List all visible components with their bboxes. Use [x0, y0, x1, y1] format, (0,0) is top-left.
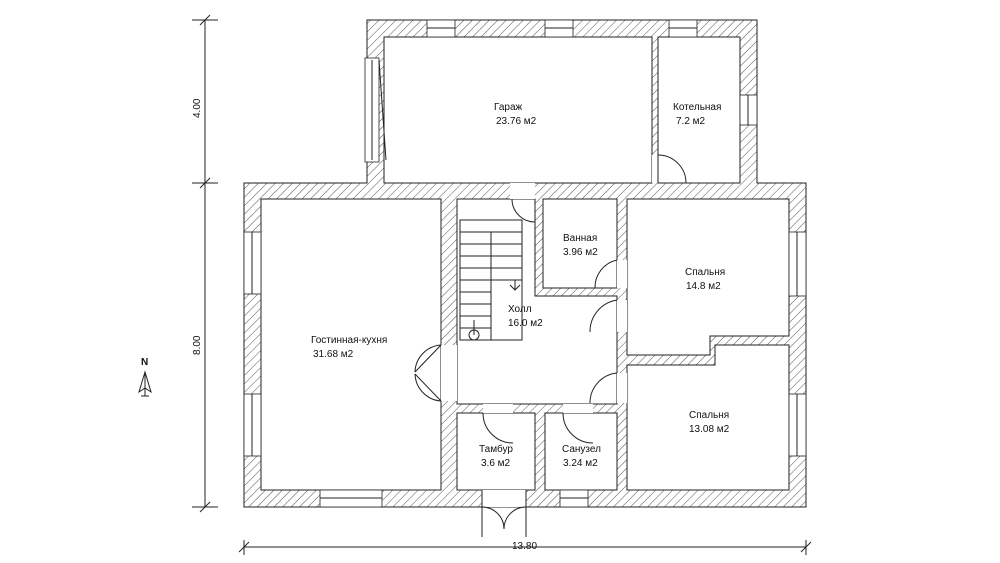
room-wc: [544, 412, 618, 491]
windows: [243, 19, 807, 508]
label-bedroom1-name: Спальня: [685, 267, 725, 278]
garage-gate: [364, 57, 387, 163]
room-bedroom-2: [626, 344, 790, 491]
room-bedroom-1: [626, 198, 790, 356]
north-arrow-icon: N: [138, 357, 152, 397]
label-bath-area: 3.96 м2: [563, 247, 598, 258]
doors: [414, 154, 687, 537]
label-vestibule-area: 3.6 м2: [481, 458, 511, 469]
label-hall-area: 16.0 м2: [508, 318, 543, 329]
label-garage-area: 23.76 м2: [496, 116, 537, 127]
label-boiler-name: Котельная: [673, 102, 721, 113]
label-boiler-area: 7.2 м2: [676, 116, 706, 127]
label-bedroom1-area: 14.8 м2: [686, 281, 721, 292]
label-bedroom2-name: Спальня: [689, 410, 729, 421]
room-labels: Гараж 23.76 м2 Котельная 7.2 м2 Гостинна…: [311, 102, 730, 469]
label-vestibule-name: Тамбур: [479, 443, 513, 455]
label-bedroom2-area: 13.08 м2: [689, 424, 730, 435]
north-label: N: [141, 357, 148, 368]
label-hall-name: Холл: [508, 304, 532, 315]
dimension-lines: [192, 14, 812, 555]
label-wc-area: 3.24 м2: [563, 458, 598, 469]
dim-label-main: 8.00: [192, 335, 203, 355]
dim-label-bottom: 13.80: [512, 541, 537, 552]
label-wc-name: Санузел: [562, 444, 601, 455]
room-vestibule: [456, 412, 536, 491]
label-garage-name: Гараж: [494, 102, 523, 113]
label-living-area: 31.68 м2: [313, 349, 354, 360]
dim-label-top: 4.00: [192, 98, 203, 118]
room-bath: [542, 198, 618, 289]
room-living: [260, 198, 442, 491]
room-garage: [383, 36, 653, 184]
label-bath-name: Ванная: [563, 233, 597, 244]
room-interiors: [260, 36, 790, 491]
staircase: [459, 219, 523, 341]
label-living-name: Гостинная-кухня: [311, 335, 387, 346]
